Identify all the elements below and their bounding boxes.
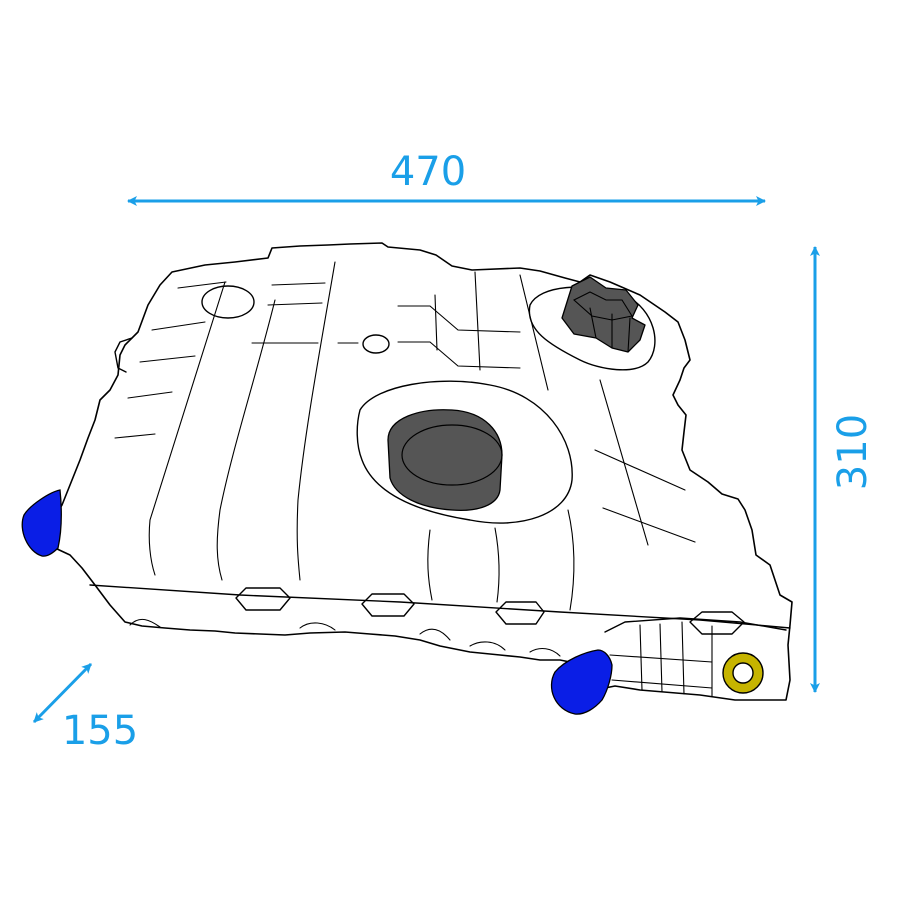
- left-bracket: [114, 337, 133, 373]
- pump-module: [356, 380, 573, 524]
- height-label: 310: [830, 414, 876, 490]
- bracket-cross-2: [611, 679, 713, 689]
- lower-scallops: [129, 618, 561, 657]
- rib-long-3: [296, 261, 336, 581]
- dimension-width: 470: [127, 149, 766, 206]
- width-label: 470: [390, 149, 466, 195]
- depth-label: 155: [62, 708, 138, 754]
- small-port: [362, 334, 390, 354]
- pump-recess: [356, 380, 573, 524]
- stroke-11: [397, 341, 521, 369]
- stroke-4: [151, 321, 206, 331]
- bracket-cross-1: [609, 654, 713, 663]
- hose-connector-right: [550, 649, 613, 715]
- stroke-2: [271, 282, 326, 286]
- lower-rib-1: [427, 529, 433, 601]
- mount-ring: [722, 652, 764, 694]
- stroke-5: [139, 355, 196, 363]
- mount-tab-1: [235, 587, 291, 611]
- stroke-12: [434, 294, 438, 351]
- lower-rib-2: [494, 527, 500, 603]
- rib-long-2: [216, 299, 276, 581]
- dimension-depth: 155: [32, 662, 138, 754]
- pump-top: [401, 424, 503, 486]
- mount-ring-hole: [732, 662, 754, 684]
- filler-cap-ridge-1: [589, 307, 597, 339]
- mount-tab-2: [361, 593, 415, 617]
- filler-cap-top: [573, 291, 633, 321]
- rib-long-4: [474, 271, 481, 371]
- mount-tab-3: [495, 601, 545, 625]
- stroke-14: [602, 507, 696, 543]
- lower-rib-3: [567, 509, 575, 611]
- hose-connector-left: [21, 489, 62, 557]
- front-rim: [89, 584, 791, 629]
- dimension-height: 310: [810, 246, 876, 693]
- stroke-13: [594, 449, 686, 491]
- filler-cap-ridge-3: [627, 317, 631, 353]
- stroke-1: [177, 281, 227, 289]
- rib-long-1: [148, 281, 226, 576]
- stroke-7: [114, 433, 156, 439]
- bracket-rib-3: [681, 621, 685, 695]
- stroke-10: [397, 305, 521, 333]
- rib-long-5: [519, 274, 549, 391]
- stroke-6: [127, 391, 173, 399]
- depth-arrow: [32, 662, 93, 724]
- vent-boss: [201, 285, 255, 319]
- fuel-tank: [21, 242, 793, 715]
- filler-neck: [528, 276, 656, 371]
- right-bracket: [604, 617, 787, 633]
- stroke-3: [267, 302, 323, 306]
